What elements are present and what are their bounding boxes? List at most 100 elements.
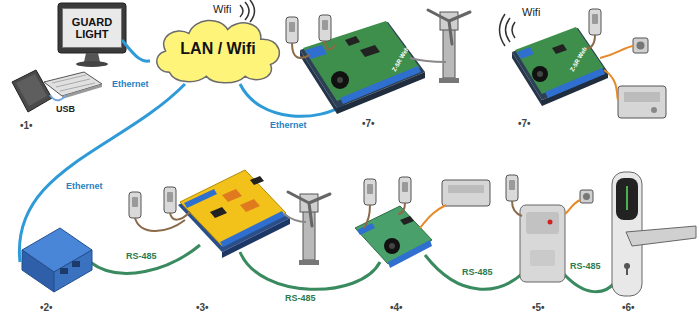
controller-board (240, 199, 260, 212)
controller-board (355, 206, 432, 264)
controller-board (552, 44, 567, 54)
controller-board (184, 189, 217, 208)
controller-reader (526, 212, 559, 234)
illustration (129, 192, 141, 218)
exit-button (583, 193, 590, 200)
controller-board (180, 170, 286, 246)
controller-board (384, 238, 400, 254)
controller-board (537, 71, 543, 77)
controller-board (400, 216, 414, 225)
monitor-screen: GUARD LIGHT (62, 8, 122, 48)
reader-wire (135, 212, 190, 231)
controller-reader (530, 250, 555, 266)
node-text: GUARD LIGHT (66, 16, 118, 40)
controller-board (532, 66, 548, 82)
ethernet-cable (122, 40, 150, 61)
computer (44, 72, 102, 96)
lock-wire (600, 46, 633, 100)
exit-button (637, 42, 645, 50)
desktop-reader (12, 70, 52, 112)
electric-lock (624, 92, 660, 102)
illustration (428, 10, 470, 83)
ethernet-cable (19, 84, 185, 262)
turnstile-wire (284, 214, 306, 222)
interface-converter (22, 228, 92, 292)
controller-board (220, 211, 285, 247)
lock-wire (420, 205, 446, 228)
controller-board (305, 45, 327, 59)
callout-number: •5• (532, 302, 545, 313)
illustration (506, 175, 518, 201)
electric-lock (442, 180, 490, 206)
electric-lock (651, 107, 657, 113)
cable-label: Ethernet (270, 121, 307, 131)
controller-board (331, 71, 349, 89)
controller-board (222, 189, 242, 202)
controller-reader (520, 205, 565, 282)
controller-board (340, 66, 421, 104)
controller-board (389, 243, 395, 249)
callout-number: •7• (362, 118, 375, 129)
controller-board (178, 170, 290, 258)
controller-board (512, 27, 608, 106)
controller-board (345, 36, 360, 46)
cloud-outline (157, 20, 280, 82)
controller-board (545, 68, 605, 98)
callout-number: •4• (390, 302, 403, 313)
callout-number: •1• (20, 120, 33, 131)
interface-converter (72, 261, 80, 267)
rs485-cable (90, 245, 200, 273)
rs485-cable (562, 272, 615, 292)
bus-label: RS-485 (570, 262, 601, 272)
illustration (164, 187, 176, 213)
usb-cable (50, 95, 66, 100)
node-text: LAN / Wifi (180, 40, 255, 58)
computer (52, 75, 95, 91)
cable-label: USB (56, 105, 75, 115)
computer (84, 53, 100, 62)
exit-button (633, 38, 648, 53)
turnstile-wire (410, 58, 446, 62)
bus-label: RS-485 (285, 294, 316, 304)
exit-button (580, 190, 593, 203)
controller-board (210, 207, 227, 218)
rs485-cable (425, 255, 524, 289)
callout-number: •7• (518, 118, 531, 129)
door-lock (616, 178, 638, 220)
wifi-label: Wifi (213, 3, 231, 15)
bus-label: RS-485 (126, 252, 157, 262)
interface-converter (60, 268, 68, 274)
network-cloud: LAN / Wifi (150, 14, 286, 84)
illustration (286, 17, 298, 43)
exit-button (580, 190, 593, 203)
illustration (589, 9, 601, 35)
desktop-reader (12, 70, 52, 112)
electric-lock (448, 185, 484, 193)
illustration (364, 179, 376, 205)
cable-label: Ethernet (110, 80, 151, 90)
callout-number: •6• (622, 302, 635, 313)
electric-lock (618, 86, 666, 118)
door-lock (626, 268, 628, 275)
controller-board (360, 45, 380, 57)
interface-converter (22, 250, 54, 292)
reader-wire (585, 35, 595, 48)
lock-wire (565, 200, 580, 214)
illustration (319, 15, 331, 41)
electric-lock (442, 180, 490, 206)
door-lock (626, 226, 696, 246)
desktop-reader (16, 74, 47, 106)
controller-board (250, 176, 264, 185)
reader-wire (364, 203, 405, 228)
illustration (288, 192, 330, 265)
controller-reader (548, 220, 553, 225)
computer (58, 3, 126, 53)
callout-number: •2• (40, 302, 53, 313)
reader-wire (512, 201, 522, 216)
controller-board (512, 28, 608, 100)
callout-number: •3• (196, 302, 209, 313)
door-lock (626, 186, 628, 210)
